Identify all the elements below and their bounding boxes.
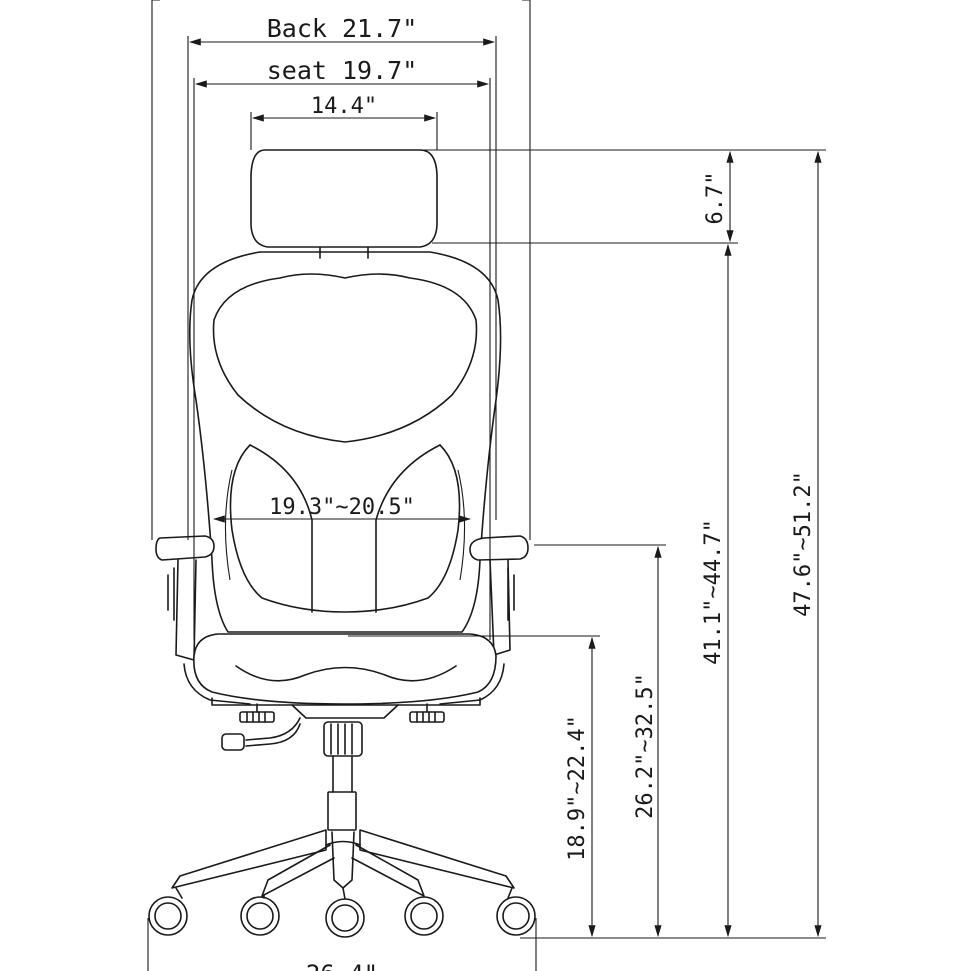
caster <box>325 887 365 938</box>
armrest-left <box>155 535 215 661</box>
gas-cylinder <box>323 721 363 831</box>
armrest-spread-label: 19.3"~20.5" <box>269 495 415 520</box>
headrest-height-label: 6.7" <box>703 172 728 225</box>
chair-drawing <box>148 149 536 938</box>
armrest-height-label: 26.2"~32.5" <box>633 673 658 819</box>
dim-seat-width: seat 19.7" <box>193 56 491 640</box>
backrest <box>188 251 502 633</box>
back-top-height-label: 41.1"~44.7" <box>701 519 726 665</box>
dim-armrest-spread: 19.3"~20.5" <box>212 495 472 523</box>
dim-back-width: Back 21.7" <box>187 14 497 540</box>
dim-base-width: 26.4" <box>147 918 537 971</box>
dim-armrest-height: 26.2"~32.5" <box>633 545 662 938</box>
seat <box>183 633 505 706</box>
dim-back-top-height: 41.1"~44.7" <box>701 243 732 938</box>
base-width-label: 26.4" <box>306 960 378 971</box>
dim-headrest-height: 6.7" <box>703 150 734 243</box>
seat-width-label: seat 19.7" <box>267 56 418 85</box>
dim-headrest-width: 14.4" <box>250 94 438 150</box>
caster <box>404 896 444 936</box>
caster <box>148 887 188 936</box>
caster <box>496 887 536 936</box>
back-width-label: Back 21.7" <box>267 14 418 43</box>
mechanism <box>221 703 445 751</box>
dim-overall-height: 47.6"~51.2" <box>791 150 822 938</box>
dim-seat-height: 18.9"~22.4" <box>565 636 596 938</box>
headrest-width-label: 14.4" <box>311 94 377 119</box>
seat-height-label: 18.9"~22.4" <box>565 715 590 861</box>
casters <box>148 887 536 938</box>
dimension-lines: Back 21.7" seat 19.7" 14.4" 19.3"~20.5" <box>147 0 826 971</box>
caster <box>240 895 280 936</box>
overall-height-label: 47.6"~51.2" <box>791 471 816 617</box>
armrest-right <box>469 535 529 656</box>
chair-base <box>171 829 515 897</box>
headrest <box>250 149 438 259</box>
